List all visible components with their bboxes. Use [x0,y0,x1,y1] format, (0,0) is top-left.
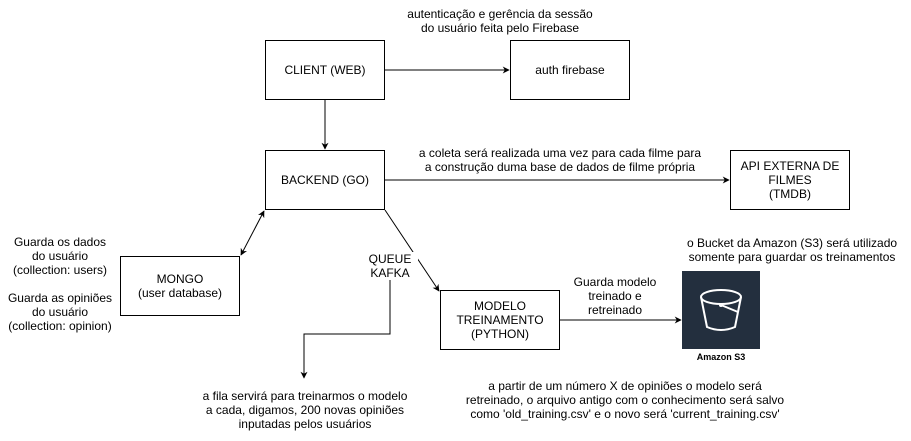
model-store-label: Guarda modelo treinado e retreinado [573,275,657,317]
api-tmdb-box: API EXTERNA DE FILMES (TMDB) [730,150,850,210]
tmdb-note: a coleta será realizada uma vez para cad… [418,146,702,174]
bucket-note: o Bucket da Amazon (S3) será utilizado s… [686,236,898,264]
auth-firebase-box: auth firebase [510,40,630,100]
mongo-note: Guarda os dados do usuário (collection: … [7,235,113,333]
amazon-s3-label: Amazon S3 [696,352,746,362]
edge-backend-modelo [384,209,440,292]
queue-note: a fila servirá para treinarmos o modelo … [202,389,408,431]
mongo-box: MONGO (user database) [120,256,240,316]
queue-kafka-label: QUEUE KAFKA [362,252,418,280]
modelo-treinamento-box: MODELO TREINAMENTO (PYTHON) [440,290,560,350]
client-web-box: CLIENT (WEB) [265,40,385,100]
amazon-s3-node [682,271,760,349]
bucket-icon [700,289,742,331]
auth-note: autenticação e gerência da sessão do usu… [407,7,593,35]
edge-queue-note [300,280,391,379]
backend-go-box: BACKEND (GO) [265,150,385,210]
retrain-note: a partir de um número X de opiniões o mo… [465,379,785,421]
edge-backend-mongo [240,210,265,256]
